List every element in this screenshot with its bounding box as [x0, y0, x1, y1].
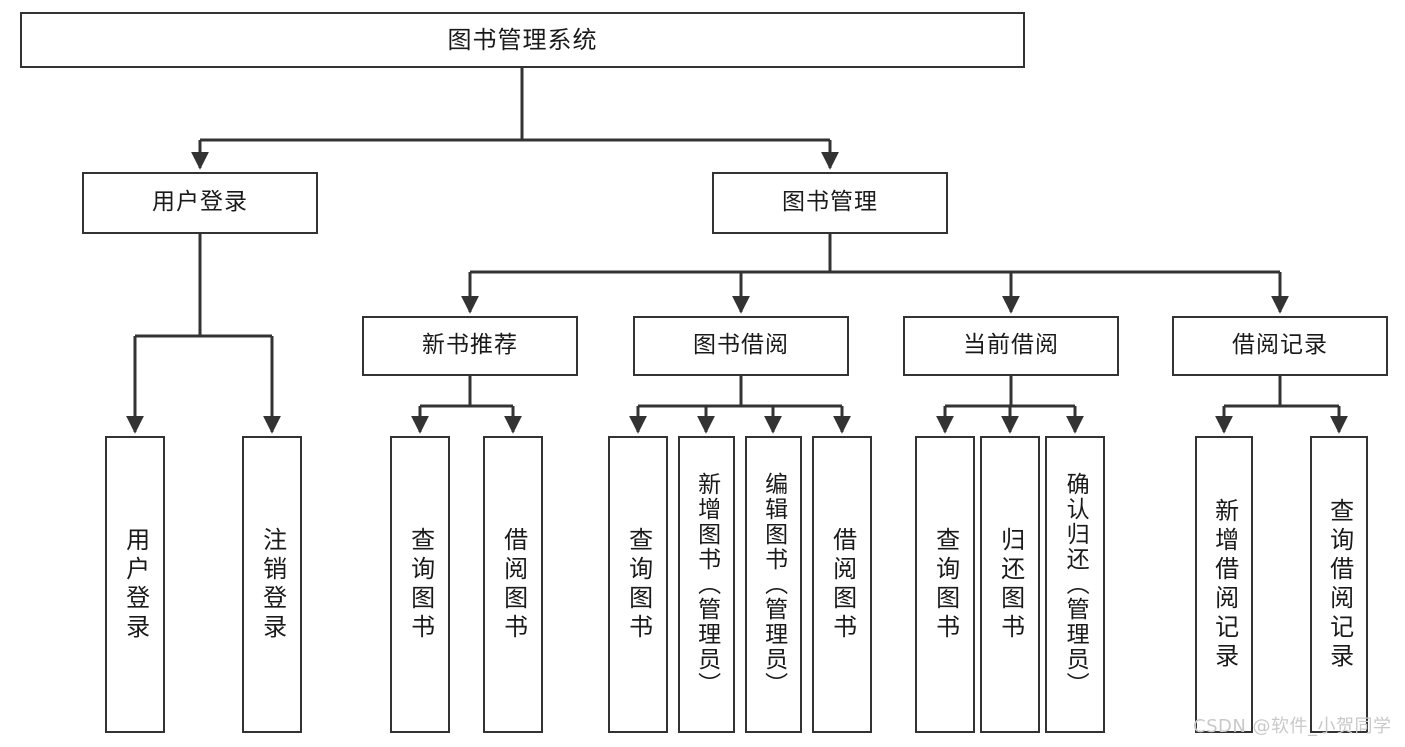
leaf-query-book-borrow[interactable]: 查询图书 [608, 436, 668, 733]
leaf-confirm-return-admin[interactable]: 确认归还（管理员） [1045, 436, 1105, 733]
leaf-add-borrow-record[interactable]: 新增借阅记录 [1195, 436, 1253, 733]
leaf-query-borrow-record[interactable]: 查询借阅记录 [1310, 436, 1368, 733]
leaf-return-book[interactable]: 归还图书 [980, 436, 1040, 733]
leaf-query-book-recommend[interactable]: 查询图书 [390, 436, 450, 733]
leaf-borrow-book-borrow[interactable]: 借阅图书 [812, 436, 872, 733]
csdn-watermark: CSDN @软件_小贺同学 [1193, 716, 1392, 737]
node-book-borrow[interactable]: 图书借阅 [633, 316, 849, 376]
node-borrow-records[interactable]: 借阅记录 [1172, 316, 1388, 376]
node-user-login[interactable]: 用户登录 [82, 172, 318, 234]
node-current-borrow[interactable]: 当前借阅 [903, 316, 1119, 376]
leaf-add-book-admin[interactable]: 新增图书（管理员） [678, 436, 735, 733]
node-root[interactable]: 图书管理系统 [20, 12, 1025, 68]
leaf-query-book-current[interactable]: 查询图书 [915, 436, 975, 733]
leaf-edit-book-admin[interactable]: 编辑图书（管理员） [745, 436, 802, 733]
leaf-logout[interactable]: 注销登录 [242, 436, 302, 733]
node-new-book-recommend[interactable]: 新书推荐 [362, 316, 578, 376]
node-book-management[interactable]: 图书管理 [712, 172, 948, 234]
leaf-user-login[interactable]: 用户登录 [105, 436, 165, 733]
leaf-borrow-book-recommend[interactable]: 借阅图书 [483, 436, 543, 733]
